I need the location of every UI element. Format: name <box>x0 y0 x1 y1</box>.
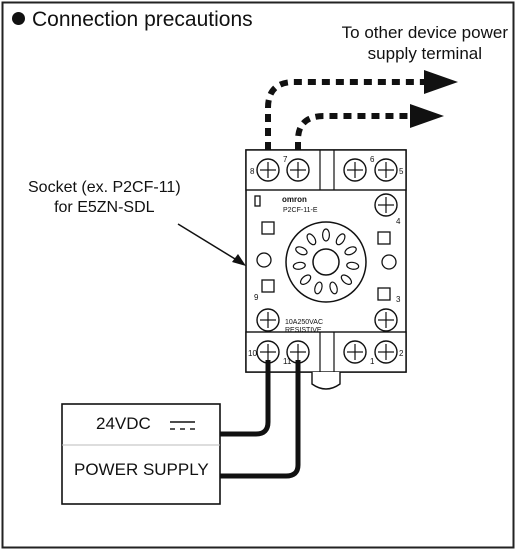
pin-socket <box>299 274 312 285</box>
pin-socket <box>340 274 353 285</box>
terminal-number: 1 <box>370 357 375 366</box>
terminal-number: 8 <box>250 167 255 176</box>
socket-model: P2CF-11-E <box>283 207 318 214</box>
pin-socket <box>344 246 357 256</box>
screw-slots <box>260 162 394 360</box>
power-supply-voltage: 24VDC <box>96 414 151 433</box>
socket-cutouts <box>254 195 391 301</box>
arrow-head-upper <box>424 70 458 94</box>
destination-label: To other device power supply terminal <box>342 22 508 64</box>
terminal-number: 3 <box>396 295 401 304</box>
socket: 8 7 6 5 4 9 3 10 11 1 2 omron P2CF-11-E <box>245 149 407 390</box>
dc-symbol-icon <box>170 421 195 430</box>
terminal-number: 6 <box>370 155 375 164</box>
pin-socket <box>335 233 346 246</box>
bullet-icon <box>12 12 25 25</box>
socket-rating: RESISTIVE <box>285 327 322 334</box>
terminal-number: 11 <box>283 357 292 366</box>
terminal-number: 2 <box>399 349 404 358</box>
power-wires <box>220 360 301 479</box>
power-supply-name: POWER SUPPLY <box>74 460 209 479</box>
socket-brand: omron <box>282 195 307 204</box>
pin-socket-key <box>312 248 340 276</box>
socket-label: Socket (ex. P2CF-11) for E5ZN-SDL <box>28 178 181 218</box>
power-supply-box <box>61 403 221 505</box>
destination-label-line: To other device power <box>341 23 508 42</box>
terminal-number: 4 <box>396 217 401 226</box>
pin-sockets <box>292 228 360 295</box>
terminal-number: 10 <box>248 349 257 358</box>
socket-label-line: Socket (ex. P2CF-11) <box>28 179 181 196</box>
arrow-head-lower <box>410 104 444 128</box>
pin-socket <box>346 261 360 270</box>
socket-rating: 10A250VAC <box>285 319 323 326</box>
mounting-hole <box>381 254 397 270</box>
wire-to-other-device <box>265 79 430 150</box>
pin-socket <box>322 228 331 242</box>
pin-socket <box>329 281 338 295</box>
label-pointer <box>177 223 241 263</box>
section-title-text: Connection precautions <box>32 8 253 31</box>
pin-socket <box>314 281 323 295</box>
terminal-number: 5 <box>399 167 404 176</box>
socket-label-line: for E5ZN-SDL <box>54 199 155 216</box>
section-title: Connection precautions <box>12 8 253 32</box>
pin-socket <box>306 233 317 246</box>
din-rail-latch <box>311 372 341 390</box>
pin-socket <box>292 261 306 270</box>
terminal-number: 7 <box>283 155 288 164</box>
destination-label-line: supply terminal <box>367 44 482 63</box>
label-pointer-head <box>232 254 246 266</box>
mounting-hole <box>256 252 272 268</box>
terminal-number: 9 <box>254 293 259 302</box>
pin-socket <box>295 246 308 256</box>
